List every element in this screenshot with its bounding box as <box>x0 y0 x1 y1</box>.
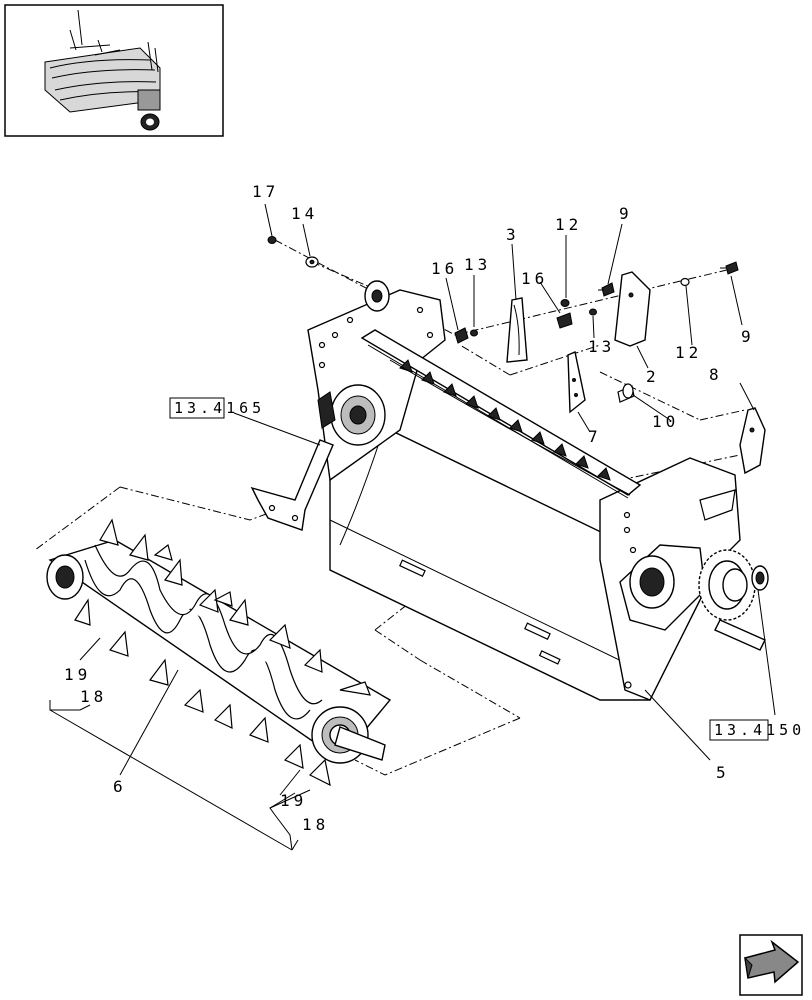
overview-thumbnail[interactable] <box>4 4 224 137</box>
callout-17: 17 <box>252 182 279 201</box>
rotor-housing-5 <box>250 280 769 701</box>
washer-12a <box>560 299 570 307</box>
assembly-centerlines <box>34 239 746 776</box>
callout-9b: 9 <box>741 327 755 346</box>
callout-3: 3 <box>506 225 520 244</box>
baler-pickup-thumbnail <box>44 9 161 131</box>
callout-labels: 17 14 16 13 3 16 12 9 13 2 12 9 8 10 7 5… <box>64 182 755 834</box>
rotor-tines <box>74 518 371 787</box>
callout-2: 2 <box>646 367 660 386</box>
callout-5: 5 <box>716 763 730 782</box>
callout-16a: 16 <box>431 259 458 278</box>
callout-8: 8 <box>709 365 723 384</box>
rotor-6 <box>46 518 392 787</box>
bolt-9b <box>725 261 739 275</box>
reference-box-left[interactable]: 13.4165 <box>169 397 265 419</box>
leader-lines <box>49 203 776 851</box>
callout-14: 14 <box>291 204 318 223</box>
callout-6: 6 <box>113 777 127 796</box>
plate-7 <box>567 351 586 414</box>
callout-18a: 18 <box>80 687 107 706</box>
reference-box-right[interactable]: 13.4150 <box>709 719 805 741</box>
plate-3 <box>506 297 528 363</box>
bolt-9a <box>601 282 615 297</box>
idler-pulley <box>364 280 390 312</box>
callout-13b: 13 <box>588 337 615 356</box>
knife-row <box>389 359 631 496</box>
callout-9a: 9 <box>619 204 633 223</box>
washer-12b <box>680 277 690 287</box>
callout-19a: 19 <box>64 665 91 684</box>
plate-8 <box>739 407 766 475</box>
support-bracket <box>250 439 334 531</box>
callout-12a: 12 <box>555 215 582 234</box>
reference-left-text: 13.4165 <box>174 399 265 417</box>
callout-12b: 12 <box>675 343 702 362</box>
bushing-16b <box>556 312 573 329</box>
drive-gear <box>619 544 769 651</box>
nut-13a <box>470 329 478 337</box>
callout-19b: 19 <box>280 791 307 810</box>
callout-7: 7 <box>588 427 602 446</box>
next-page-arrow-icon[interactable] <box>739 934 803 996</box>
plate-2 <box>614 271 651 347</box>
reference-right-text: 13.4150 <box>714 721 805 739</box>
callout-18b: 18 <box>302 815 329 834</box>
callout-16b: 16 <box>521 269 548 288</box>
callout-13a: 13 <box>464 255 491 274</box>
fasteners <box>267 236 739 403</box>
left-bearing <box>317 384 386 446</box>
nut-13b <box>589 308 597 316</box>
callout-10: 10 <box>652 412 679 431</box>
nut-17 <box>267 236 277 244</box>
bushing-16a <box>454 327 469 344</box>
